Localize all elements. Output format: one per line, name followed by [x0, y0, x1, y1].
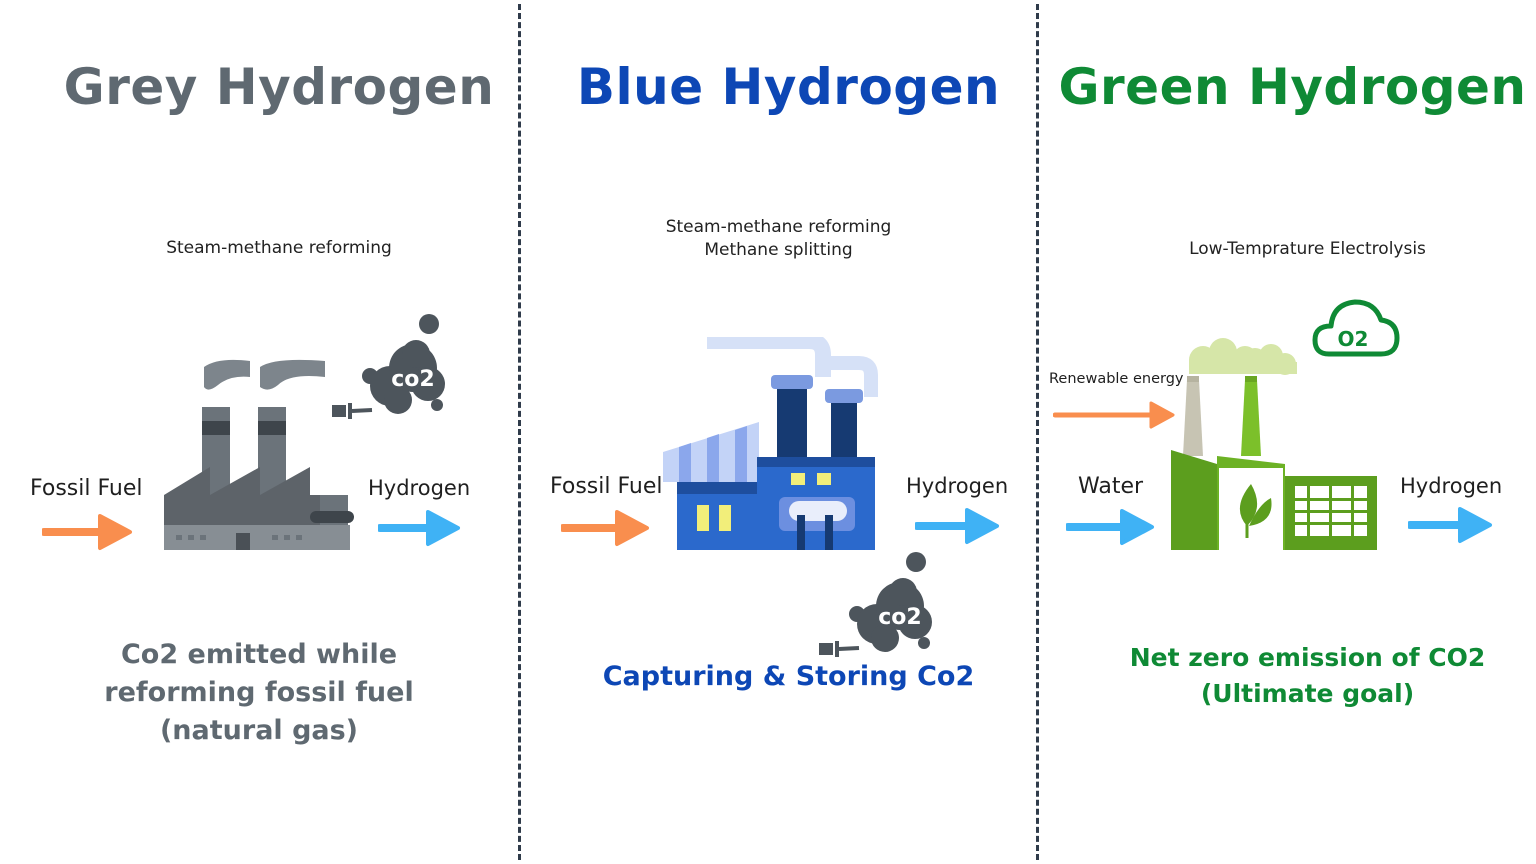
panel-divider-2	[1036, 4, 1039, 860]
blue-input-label: Fossil Fuel	[550, 474, 663, 499]
grey-output-label: Hydrogen	[368, 476, 471, 500]
green-process-line: Low-Temprature Electrolysis	[1189, 239, 1426, 259]
blue-caption-line-1: Capturing & Storing Co2	[602, 661, 975, 692]
blue-process-label: Steam-methane reforming Methane splittin…	[521, 216, 1036, 262]
green-output-arrow	[1408, 507, 1492, 543]
grey-co2-cloud-icon: co2	[332, 314, 445, 419]
blue-hydrogen-title: Blue Hydrogen	[576, 58, 1001, 116]
grey-co2-text: co2	[391, 367, 434, 392]
grey-caption-line-3: (natural gas)	[159, 715, 359, 746]
grey-input-arrow	[42, 514, 132, 550]
green-input-arrow	[1066, 509, 1154, 545]
green-energy-arrow	[1053, 401, 1175, 429]
blue-factory-icon	[663, 337, 878, 550]
grey-output-arrow	[378, 510, 460, 546]
blue-input-arrow	[561, 510, 649, 546]
blue-output-arrow	[915, 508, 999, 544]
green-caption: Net zero emission of CO2 (Ultimate goal)	[1059, 640, 1536, 712]
blue-process-line-2: Methane splitting	[704, 240, 853, 260]
grey-process-line: Steam-methane reforming	[166, 238, 392, 258]
grey-hydrogen-title: Grey Hydrogen	[63, 58, 495, 116]
o2-cloud-icon: O2	[1312, 299, 1400, 357]
blue-output-label: Hydrogen	[906, 474, 1009, 498]
green-process-label: Low-Temprature Electrolysis	[1059, 238, 1536, 261]
grey-caption-line-1: Co2 emitted while	[120, 639, 398, 670]
grey-factory-icon	[164, 359, 354, 550]
green-energy-label: Renewable energy	[1049, 371, 1184, 387]
blue-hydrogen-panel: Blue Hydrogen Steam-methane reforming Me…	[521, 0, 1036, 864]
blue-caption: Capturing & Storing Co2	[531, 658, 1046, 696]
green-factory-icon	[1171, 338, 1377, 550]
blue-co2-cloud-icon: co2	[819, 552, 932, 657]
o2-text: O2	[1338, 327, 1369, 351]
green-hydrogen-title: Green Hydrogen	[1058, 58, 1527, 116]
green-caption-line-2: (Ultimate goal)	[1200, 679, 1415, 708]
blue-process-line-1: Steam-methane reforming	[665, 217, 892, 237]
green-output-label: Hydrogen	[1400, 474, 1503, 498]
green-caption-line-1: Net zero emission of CO2	[1129, 643, 1486, 672]
grey-process-label: Steam-methane reforming	[20, 237, 538, 260]
grey-hydrogen-panel: Grey Hydrogen Steam-methane reforming Fo…	[0, 0, 518, 864]
grey-input-label: Fossil Fuel	[30, 476, 143, 501]
blue-co2-text: co2	[878, 605, 921, 630]
green-hydrogen-panel: Green Hydrogen Low-Temprature Electrolys…	[1039, 0, 1536, 864]
green-input-label: Water	[1078, 474, 1144, 499]
grey-caption-line-2: reforming fossil fuel	[104, 677, 414, 708]
panel-divider-1	[518, 4, 521, 860]
grey-caption: Co2 emitted while reforming fossil fuel …	[0, 636, 518, 750]
